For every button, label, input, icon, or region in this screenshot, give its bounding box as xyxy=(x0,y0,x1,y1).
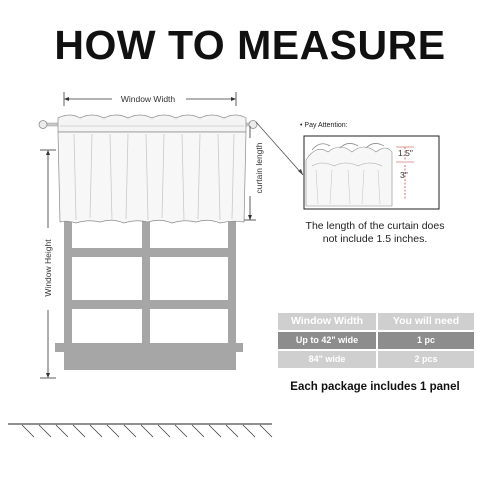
detail-connector-arrow xyxy=(298,169,303,175)
table-cell-width: 84" wide xyxy=(278,351,376,368)
size-table-header: Window Width You will need xyxy=(278,313,474,330)
table-row: 84" wide 2 pcs xyxy=(278,351,474,368)
floor-hatch-lines xyxy=(21,424,273,438)
header-you-will-need: You will need xyxy=(378,313,474,330)
hatch-line xyxy=(242,424,256,438)
hatch-line xyxy=(157,424,171,438)
hatch-line xyxy=(225,424,239,438)
curtain-note: The length of the curtain does not inclu… xyxy=(290,220,460,246)
hatch-line xyxy=(208,424,222,438)
hatch-line xyxy=(259,424,273,438)
table-cell-need: 1 pc xyxy=(378,332,474,349)
hatch-line xyxy=(123,424,137,438)
bullet-icon: • xyxy=(300,122,303,129)
size-table: Window Width You will need Up to 42" wid… xyxy=(278,313,474,370)
window-frame xyxy=(55,218,243,370)
hatch-line xyxy=(191,424,205,438)
hatch-line xyxy=(174,424,188,438)
detail-box xyxy=(303,135,440,210)
hatch-line xyxy=(140,424,154,438)
window-width-label: Window Width xyxy=(121,94,176,104)
detail-measure-bottom: 3" xyxy=(400,170,408,180)
pay-attention-text: Pay Attention: xyxy=(304,122,348,129)
hatch-line xyxy=(106,424,120,438)
header-window-width: Window Width xyxy=(278,313,376,330)
window-width-dimension xyxy=(63,92,237,106)
detail-connector-line xyxy=(255,121,304,176)
pay-attention-label: • Pay Attention: xyxy=(300,122,348,129)
hatch-line xyxy=(89,424,103,438)
package-note: Each package includes 1 panel xyxy=(290,381,460,393)
hatch-line xyxy=(55,424,69,438)
curtain-note-line-2: not include 1.5 inches. xyxy=(322,233,428,245)
curtain-note-line-1: The length of the curtain does xyxy=(305,220,445,232)
table-row: Up to 42" wide 1 pc xyxy=(278,332,474,349)
window-height-dimension xyxy=(40,149,56,379)
valance-curtain xyxy=(57,114,247,224)
detail-measure-top: 1.5" xyxy=(398,148,413,158)
hatch-line xyxy=(72,424,86,438)
table-cell-width: Up to 42" wide xyxy=(278,332,376,349)
window-height-label: Window Height xyxy=(43,239,53,297)
hatch-line xyxy=(38,424,52,438)
curtain-length-label: curtain length xyxy=(254,142,264,193)
table-cell-need: 2 pcs xyxy=(378,351,474,368)
page-title: HOW TO MEASURE xyxy=(54,22,446,68)
curtain-length-dimension xyxy=(244,126,256,221)
hatch-line xyxy=(21,424,35,438)
